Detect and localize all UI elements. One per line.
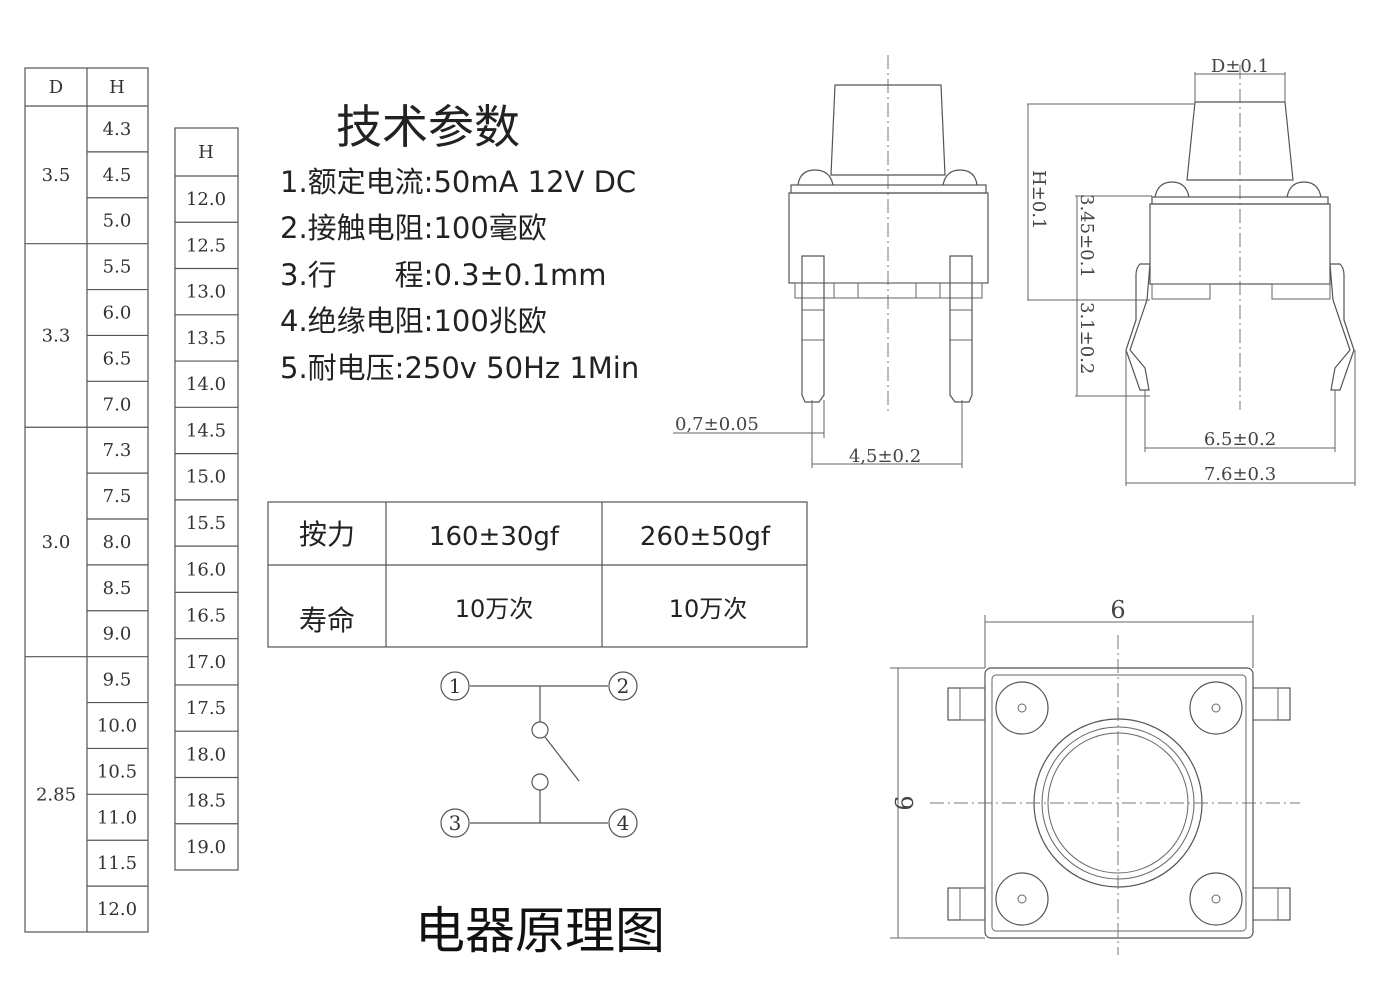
force-value-1: 160±30gf	[429, 522, 560, 552]
h-value-cell: 15.5	[186, 513, 226, 534]
header-d: D	[49, 77, 63, 98]
h-value-cell: 4.5	[103, 165, 132, 186]
h-value-cell: 12.5	[186, 235, 226, 256]
h-value-cell: 14.0	[186, 374, 226, 395]
h-value-cell: 13.0	[186, 282, 226, 303]
dim-body-height: 3.45±0.1	[1076, 194, 1097, 278]
specs-title: 技术参数	[336, 100, 520, 154]
svg-text:3: 3	[449, 811, 462, 835]
right-side-view: D±0.1 H±0.1 3.45±0.1 3.1±0.2 6.5±0.2 7.6…	[1027, 56, 1356, 486]
force-life-table: 按力 160±30gf 260±50gf 寿命 10万次 10万次	[267, 501, 808, 648]
dim-overall-width: 7.6±0.3	[1204, 464, 1276, 485]
spec-line-2: 2.接触电阻:100毫欧	[280, 211, 547, 245]
h-value-cell: 7.0	[103, 394, 132, 415]
circuit-diagram: 1 2 3 4 电器原理图	[415, 671, 665, 960]
dim-pin-length: 3.1±0.2	[1076, 302, 1097, 374]
h-value-cell: 17.5	[186, 698, 226, 719]
pin-width-dim: 0,7±0.05	[675, 414, 759, 435]
header-h2: H	[198, 142, 214, 163]
dim-h: H±0.1	[1028, 170, 1049, 229]
life-value-2: 10万次	[669, 595, 748, 623]
h-value-cell: 15.0	[186, 467, 226, 488]
h-value-cell: 11.0	[97, 807, 137, 828]
h-value-cell: 7.3	[103, 440, 132, 461]
pin-2-marker: 2	[608, 671, 638, 701]
d-value-cell: 3.5	[42, 165, 71, 186]
h-value-cell: 10.0	[97, 716, 137, 737]
dim-pin-span: 6.5±0.2	[1204, 429, 1276, 450]
force-value-2: 260±50gf	[640, 522, 771, 552]
h-value-cell: 10.5	[97, 761, 137, 782]
spec-line-4: 4.绝缘电阻:100兆欧	[280, 304, 547, 338]
h-value-cell: 12.0	[97, 899, 137, 920]
pin-3-marker: 3	[440, 808, 470, 838]
h-value-cell: 11.5	[97, 853, 137, 874]
h-value-cell: 6.5	[103, 348, 132, 369]
spec-line-1: 1.额定电流:50mA 12V DC	[280, 165, 636, 199]
h-value-cell: 18.0	[186, 744, 226, 765]
h-value-cell: 19.0	[186, 837, 226, 858]
svg-text:1: 1	[449, 674, 462, 698]
h-value-cell: 13.5	[186, 328, 226, 349]
h-value-cell: 12.0	[186, 189, 226, 210]
dimension-table-d-h: D H 4.3 4.5 5.0 3.5 5.5 6.0 6.5 7.0 3.3 7.3 7.5 8.0…	[24, 67, 149, 933]
dim-length-9: 9	[889, 795, 917, 810]
spec-line-3: 3.行 程:0.3±0.1mm	[280, 258, 606, 292]
h-value-cell: 4.3	[103, 119, 132, 140]
h-value-cell: 7.5	[103, 486, 132, 507]
header-h: H	[109, 77, 125, 98]
svg-text:2: 2	[617, 674, 630, 698]
h-value-cell: 9.0	[103, 624, 132, 645]
life-label: 寿命	[299, 604, 355, 637]
dim-d: D±0.1	[1211, 56, 1269, 77]
top-view: 6 9	[889, 596, 1300, 955]
d-value-cell: 3.0	[42, 532, 71, 553]
h-value-cell: 8.5	[103, 578, 132, 599]
h-value-cell: 14.5	[186, 420, 226, 441]
h-value-cell: 16.5	[186, 606, 226, 627]
d-value-cell: 2.85	[36, 784, 76, 805]
h-value-cell: 5.0	[103, 211, 132, 232]
d-value-cell: 3.3	[42, 325, 71, 346]
pin-4-marker: 4	[608, 808, 638, 838]
h-value-cell: 18.5	[186, 791, 226, 812]
front-side-view: 0,7±0.05 4,5±0.2	[673, 55, 989, 468]
h-value-cell: 6.0	[103, 303, 132, 324]
h-value-cell: 9.5	[103, 670, 132, 691]
spec-line-5: 5.耐电压:250v 50Hz 1Min	[280, 351, 639, 385]
circuit-caption: 电器原理图	[415, 902, 665, 960]
life-value-1: 10万次	[455, 595, 534, 623]
h-value-cell: 8.0	[103, 532, 132, 553]
h-value-cell: 17.0	[186, 652, 226, 673]
pin-1-marker: 1	[440, 671, 470, 701]
dim-width-6: 6	[1110, 596, 1125, 624]
force-label: 按力	[299, 518, 355, 551]
h-value-cell: 5.5	[103, 257, 132, 278]
h-value-cell: 16.0	[186, 559, 226, 580]
svg-text:4: 4	[617, 811, 630, 835]
dimension-table-h: H 12.0 12.5 13.0 13.5 14.0 14.5 15.0 15.5 16.0 16…	[174, 127, 239, 871]
pin-pitch-dim: 4,5±0.2	[849, 446, 921, 467]
